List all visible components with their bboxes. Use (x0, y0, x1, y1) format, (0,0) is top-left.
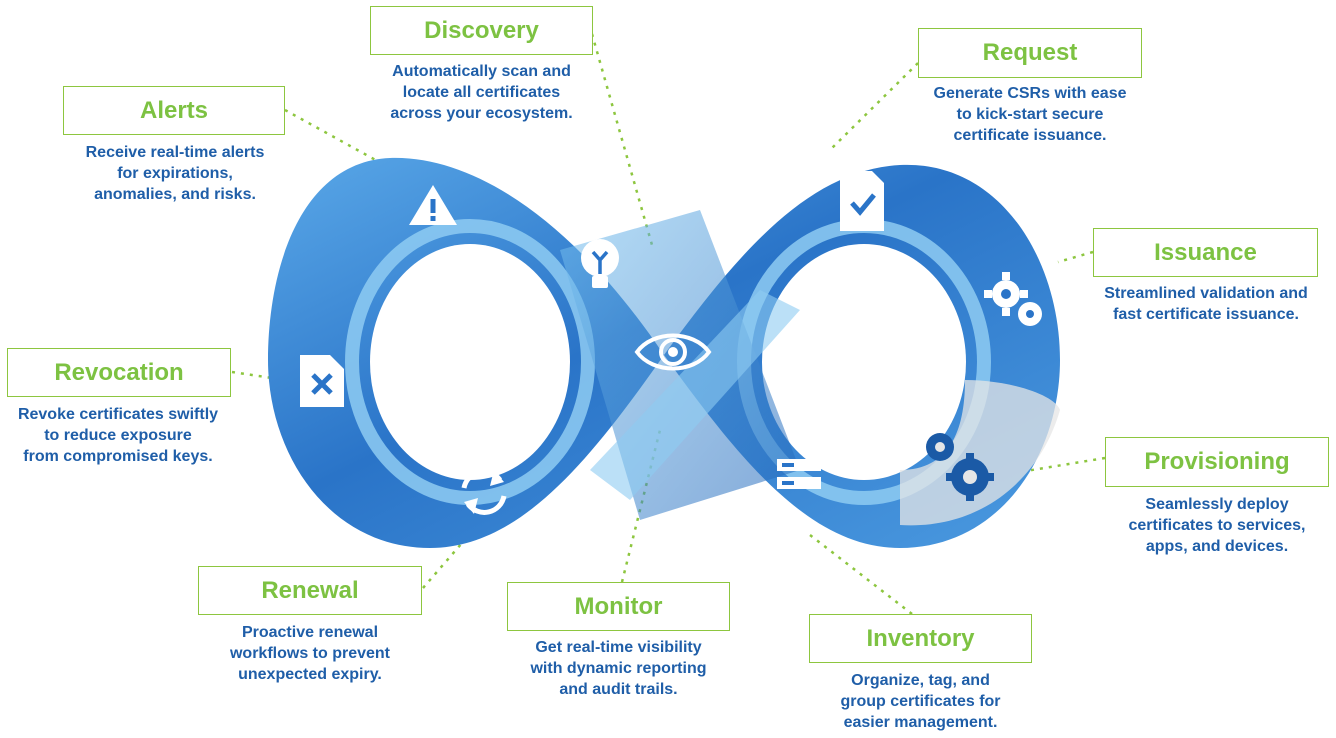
infinity-loop (268, 157, 1060, 548)
issuance-title: Issuance (1093, 228, 1318, 277)
alerts-title: Alerts (63, 86, 285, 135)
revocation-title: Revocation (7, 348, 231, 397)
lightbulb-icon (581, 239, 619, 288)
discovery-title: Discovery (370, 6, 593, 55)
warning-icon (409, 185, 457, 225)
renewal-description: Proactive renewal workflows to prevent u… (229, 624, 391, 683)
connector-lines (231, 33, 1106, 615)
connector-revocation (231, 370, 273, 380)
connector-request (829, 62, 919, 151)
gear-badge-icon (984, 272, 1042, 326)
revocation-description: Revoke certificates swiftly to reduce ex… (17, 406, 219, 465)
gears-icon (926, 433, 994, 501)
request-title: Request (918, 28, 1142, 78)
document-x-icon (300, 355, 344, 407)
provisioning-description: Seamlessly deploy certificates to servic… (1128, 496, 1306, 555)
refresh-icon (461, 469, 507, 515)
inventory-title: Inventory (809, 614, 1032, 663)
request-description: Generate CSRs with ease to kick-start se… (933, 85, 1127, 144)
connector-issuance (1057, 250, 1094, 264)
renewal-title: Renewal (198, 566, 422, 615)
discovery-description: Automatically scan and locate all certif… (390, 63, 573, 122)
connector-inventory (809, 534, 913, 615)
eye-icon (634, 333, 712, 371)
provisioning-title: Provisioning (1105, 437, 1329, 487)
issuance-description: Streamlined validation and fast certific… (1104, 285, 1308, 323)
alerts-description: Receive real-time alerts for expirations… (85, 144, 265, 203)
connector-alerts (284, 108, 391, 170)
inventory-description: Organize, tag, and group certificates fo… (840, 672, 1001, 731)
connector-discovery (590, 33, 654, 246)
document-check-icon (840, 171, 884, 231)
monitor-description: Get real-time visibility with dynamic re… (530, 639, 707, 698)
monitor-title: Monitor (507, 582, 730, 631)
server-icon (777, 459, 821, 489)
connector-renewal (422, 542, 463, 589)
